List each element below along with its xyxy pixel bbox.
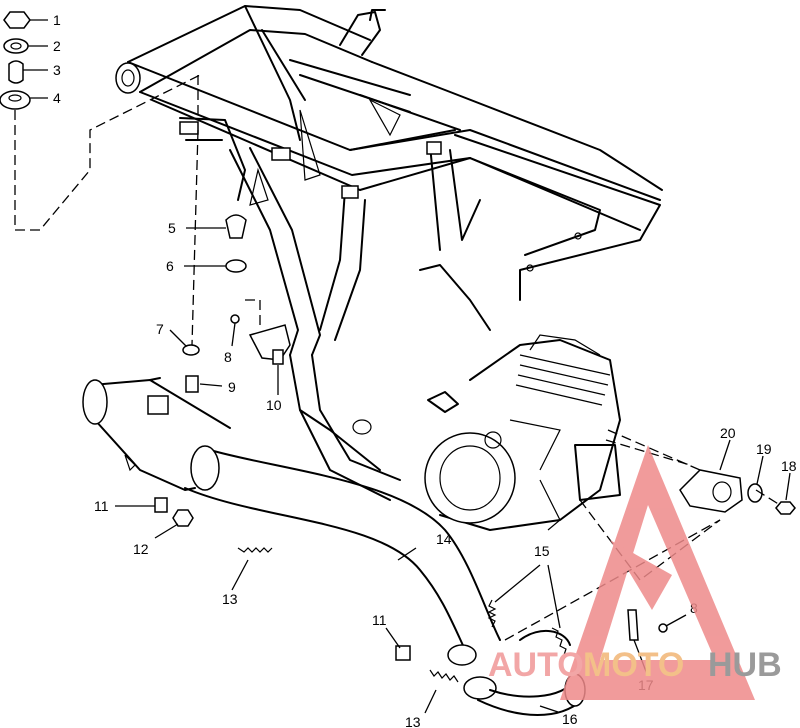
part-clip-17 <box>627 609 639 641</box>
callout-8-upper: 8 <box>224 349 232 365</box>
part-nut-18 <box>775 501 796 515</box>
part-bolt-8b <box>658 623 668 633</box>
callout-numbers: 1 2 3 4 5 6 7 8 9 10 11 12 13 14 11 13 1… <box>53 12 797 728</box>
head-pipe <box>184 445 501 661</box>
part-bolt-8a <box>230 314 240 324</box>
callout-1: 1 <box>53 12 61 28</box>
callout-14: 14 <box>436 531 452 547</box>
callout-4: 4 <box>53 90 61 106</box>
hardware-parts <box>0 11 796 683</box>
callout-13-right: 13 <box>405 714 421 728</box>
callout-7: 7 <box>156 321 164 337</box>
part-washer-2 <box>3 38 29 54</box>
callout-15: 15 <box>534 543 550 559</box>
engine-assembly <box>424 334 621 531</box>
part-spacer-3 <box>8 60 24 84</box>
watermark-text-hub: HUB <box>708 646 782 684</box>
watermark-text-moto: MOTO <box>583 646 684 684</box>
callout-19: 19 <box>756 441 772 457</box>
part-washer-7 <box>182 344 200 356</box>
part-bracket-10 <box>248 324 291 361</box>
callout-16: 16 <box>562 711 578 727</box>
callout-20: 20 <box>720 425 736 441</box>
callout-9: 9 <box>228 379 236 395</box>
callout-18: 18 <box>781 458 797 474</box>
part-bolt-11b <box>395 645 411 661</box>
watermark-triangle <box>560 445 755 700</box>
part-bumper-5 <box>225 214 247 239</box>
part-flange-20 <box>679 469 743 513</box>
leader-lines <box>23 19 791 714</box>
callout-5: 5 <box>168 220 176 236</box>
callout-12: 12 <box>133 541 149 557</box>
callout-11-left: 11 <box>94 498 109 514</box>
callout-13-left: 13 <box>222 591 238 607</box>
part-bolt-9 <box>185 375 199 393</box>
part-nut-12 <box>172 509 194 527</box>
watermark-text-auto: AUTO <box>488 646 584 684</box>
callout-10: 10 <box>266 397 282 413</box>
callout-11-right: 11 <box>372 612 387 628</box>
part-spring-15b <box>551 627 567 656</box>
assembly-lines <box>14 74 781 641</box>
part-spring-13b <box>429 669 459 683</box>
part-spring-15a <box>487 599 497 628</box>
watermark-inner-mark <box>610 540 672 610</box>
part-spring-13a <box>237 547 273 553</box>
callout-6: 6 <box>166 258 174 274</box>
part-nut-6 <box>225 259 247 273</box>
watermark-text: AUTO MOTO HUB <box>488 646 782 684</box>
part-grommet-4 <box>0 90 31 110</box>
callout-3: 3 <box>53 62 61 78</box>
watermark-logo <box>560 445 755 700</box>
part-nut-1 <box>3 11 31 29</box>
callout-2: 2 <box>53 38 61 54</box>
part-bolt-11a <box>154 497 168 513</box>
